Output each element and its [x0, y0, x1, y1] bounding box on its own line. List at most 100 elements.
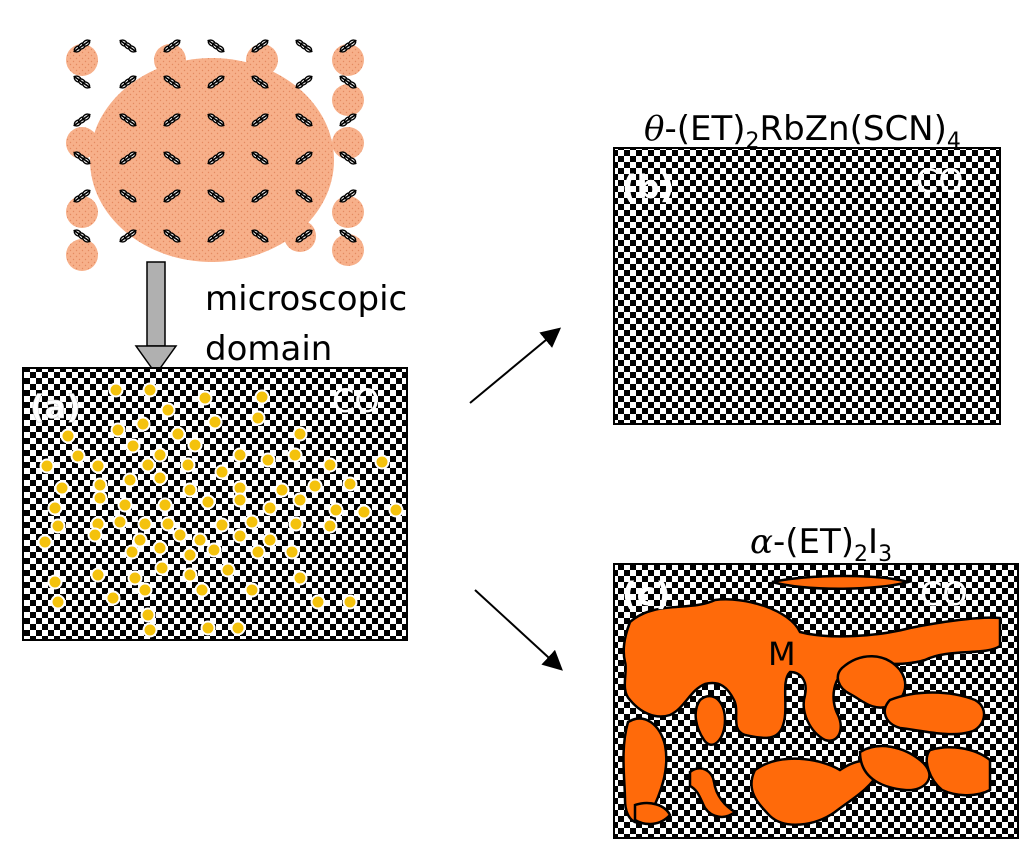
yellow-dot [322, 518, 338, 534]
et-molecule [71, 111, 93, 129]
yellow-dot [152, 470, 168, 486]
yellow-dot [192, 532, 208, 548]
yellow-dot [92, 490, 108, 506]
yellow-dot [112, 514, 128, 530]
yellow-dot [140, 607, 156, 623]
yellow-dot [262, 500, 278, 516]
yellow-dot [232, 447, 248, 463]
yellow-dot [307, 478, 323, 494]
yellow-dot [230, 620, 246, 636]
yellow-dot [207, 414, 223, 430]
yellow-dot [182, 567, 198, 583]
yellow-dot [292, 426, 308, 442]
yellow-dot [60, 428, 76, 444]
yellow-dot [250, 544, 266, 560]
yellow-dot [152, 540, 168, 556]
metal-label: M [768, 635, 796, 673]
yellow-dot [170, 426, 186, 442]
yellow-dot [125, 438, 141, 454]
panel-a-tag: (a) [30, 388, 81, 426]
yellow-dot [274, 482, 290, 498]
et-molecule [71, 73, 93, 91]
yellow-dot [322, 457, 338, 473]
yellow-dot [262, 532, 278, 548]
yellow-dot [182, 547, 198, 563]
yellow-dot [50, 518, 66, 534]
yellow-dot [292, 570, 308, 586]
yellow-dot [220, 562, 236, 578]
panel-b-co-label: CO [916, 162, 964, 200]
panel-a-co-label: CO [332, 382, 380, 420]
yellow-dot [214, 517, 230, 533]
yellow-dot [200, 620, 216, 636]
yellow-dot [214, 464, 230, 480]
down-arrow [134, 261, 178, 376]
yellow-dot [292, 492, 308, 508]
yellow-dot [90, 567, 106, 583]
yellow-dot [284, 544, 300, 560]
panel-b-tag: (b) [622, 168, 674, 206]
yellow-dot [388, 502, 404, 518]
microscopic-label: microscopic [205, 279, 407, 319]
yellow-dot [342, 476, 358, 492]
yellow-dot [310, 594, 326, 610]
yellow-dot [182, 482, 198, 498]
yellow-dot [47, 574, 63, 590]
yellow-dot [137, 516, 153, 532]
yellow-dot [157, 497, 173, 513]
yellow-dot [142, 382, 158, 398]
yellow-dot [37, 534, 53, 550]
metallic-regions [622, 574, 1002, 826]
yellow-dot [194, 582, 210, 598]
yellow-dot [122, 472, 138, 488]
yellow-dot [187, 437, 203, 453]
yellow-dot [232, 528, 248, 544]
panel-b: (b) CO [613, 147, 1001, 425]
domain-label: domain [205, 329, 332, 369]
yellow-dot [328, 502, 344, 518]
small-domain-circles [66, 44, 364, 271]
yellow-dot [250, 410, 266, 426]
yellow-dot [50, 594, 66, 610]
yellow-domains [37, 382, 404, 638]
yellow-dot [356, 504, 372, 520]
yellow-dot [254, 389, 270, 405]
yellow-dot [160, 516, 176, 532]
yellow-dot [140, 457, 156, 473]
yellow-dot [154, 560, 170, 576]
yellow-dot [127, 570, 143, 586]
yellow-dot [180, 457, 196, 473]
yellow-dot [132, 532, 148, 548]
yellow-dot [197, 390, 213, 406]
yellow-dot [47, 500, 63, 516]
yellow-dot [137, 582, 153, 598]
yellow-dot [135, 416, 151, 432]
yellow-dot [90, 458, 106, 474]
yellow-dot [244, 514, 260, 530]
yellow-dot [70, 448, 86, 464]
panel-a: (a) CO [22, 367, 408, 641]
yellow-dot [342, 594, 358, 610]
et-molecule [117, 37, 139, 55]
yellow-dot [92, 477, 108, 493]
yellow-dot [152, 447, 168, 463]
yellow-dot [142, 622, 158, 638]
yellow-dot [39, 458, 55, 474]
et-molecule [293, 37, 315, 55]
yellow-dot [117, 497, 133, 513]
panel-c: (c) CO M [613, 563, 1019, 839]
yellow-dot [232, 492, 248, 508]
yellow-dot [206, 542, 222, 558]
microscopic-domain-illustration [66, 37, 364, 271]
yellow-dot [87, 527, 103, 543]
arrow-to-b [469, 327, 562, 404]
et-molecule [293, 73, 315, 91]
yellow-dot [287, 447, 303, 463]
yellow-dot [105, 590, 121, 606]
yellow-dot [160, 402, 176, 418]
et-molecule [205, 37, 227, 55]
arrow-to-c [474, 589, 563, 671]
panel-c-co-label: CO [920, 575, 968, 613]
yellow-dot [54, 480, 70, 496]
